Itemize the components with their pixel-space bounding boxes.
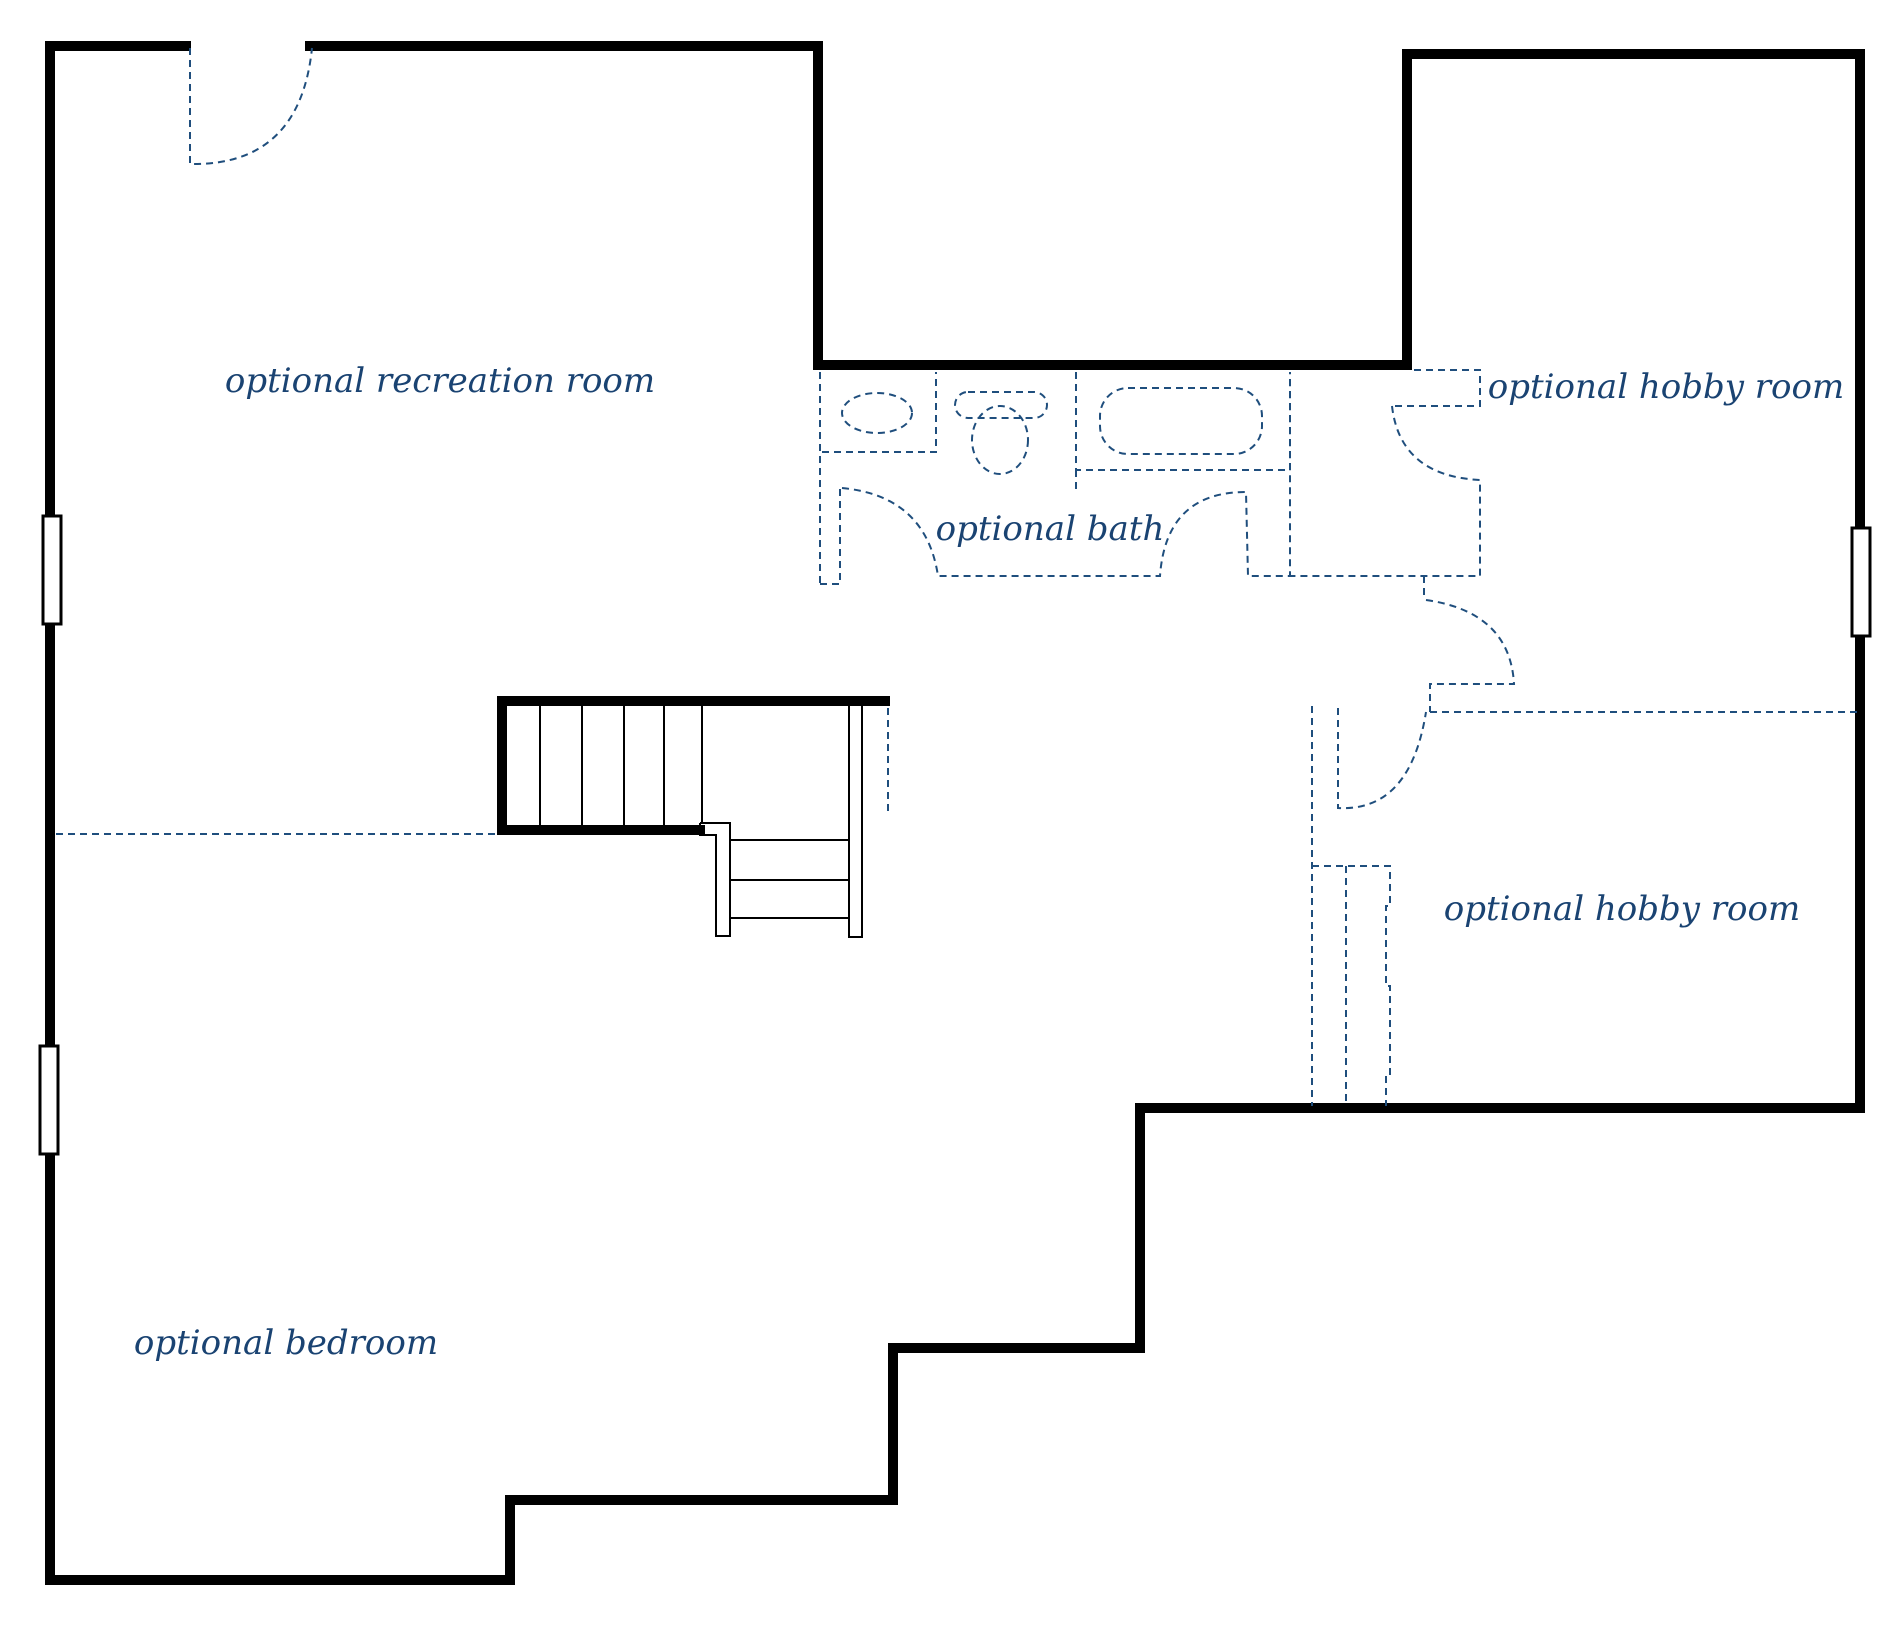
closet-wall <box>1392 369 1481 407</box>
room-labels: optional recreation room optional bath o… <box>134 361 1844 1363</box>
stair-handrail <box>848 702 863 938</box>
room-label-bedroom: optional bedroom <box>134 1323 438 1363</box>
toilet-bowl <box>971 405 1029 475</box>
window-left-lower <box>38 1044 60 1156</box>
toilet-tank <box>954 391 1048 419</box>
room-label-recreation: optional recreation room <box>225 361 655 401</box>
bath-wall <box>1075 372 1291 471</box>
bath-wall <box>820 488 841 585</box>
exterior-walls <box>45 41 1865 1585</box>
entry-door-swing <box>189 47 313 166</box>
optional-walls <box>56 47 1860 1106</box>
window-left-upper <box>41 514 63 626</box>
sink-fixture <box>841 392 913 434</box>
stair-stringer <box>699 822 731 937</box>
closet-door-swing <box>1290 405 1481 577</box>
room-label-hobby-lower: optional hobby room <box>1444 889 1800 929</box>
stair-wall <box>497 696 890 835</box>
exterior-wall <box>45 41 1865 1585</box>
shelf-closet <box>1312 865 1391 1106</box>
staircase <box>497 696 890 938</box>
window-right <box>1850 526 1872 638</box>
bath-wall <box>822 372 937 453</box>
room-label-bath: optional bath <box>936 509 1165 549</box>
hall-door-swing <box>1425 599 1516 712</box>
windows <box>38 514 1872 1156</box>
bath-door-swing <box>841 372 1291 577</box>
room-label-hobby-upper: optional hobby room <box>1488 367 1844 407</box>
bathtub-fixture <box>1099 387 1263 455</box>
hobby-door-swing <box>1337 708 1427 810</box>
